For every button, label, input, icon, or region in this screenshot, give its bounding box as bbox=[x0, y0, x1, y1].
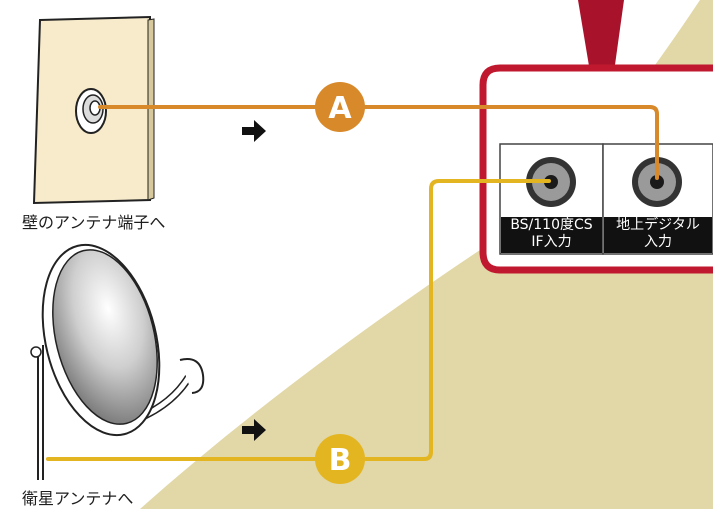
marker-b: B bbox=[315, 434, 365, 484]
arrow-right-icon bbox=[242, 120, 266, 142]
marker-a-letter: A bbox=[328, 91, 352, 126]
cable-a bbox=[98, 105, 659, 180]
bs-port-connector bbox=[526, 157, 576, 207]
satellite-antenna-label: 衛星アンテナへ bbox=[22, 489, 134, 508]
marker-a: A bbox=[315, 82, 365, 132]
satellite-dish bbox=[30, 243, 205, 480]
terrestrial-port-label-line2: 入力 bbox=[644, 234, 672, 250]
wall-antenna-label: 壁のアンテナ端子へ bbox=[22, 213, 166, 232]
bs-port-label-line2: IF入力 bbox=[531, 234, 572, 250]
wall-antenna-jack bbox=[75, 88, 107, 134]
device-top-stripe bbox=[578, 0, 624, 72]
terrestrial-port-connector bbox=[632, 157, 682, 207]
terrestrial-port-label: 地上デジタル 入力 bbox=[604, 217, 712, 253]
terrestrial-port-label-line1: 地上デジタル bbox=[616, 217, 700, 233]
bs-port-label: BS/110度CS IF入力 bbox=[501, 217, 602, 253]
cable-b bbox=[46, 179, 551, 461]
background-swoosh bbox=[140, 0, 713, 509]
bs-port-label-line1: BS/110度CS bbox=[510, 217, 593, 233]
marker-b-letter: B bbox=[329, 443, 352, 478]
arrow-right-icon bbox=[242, 419, 266, 441]
